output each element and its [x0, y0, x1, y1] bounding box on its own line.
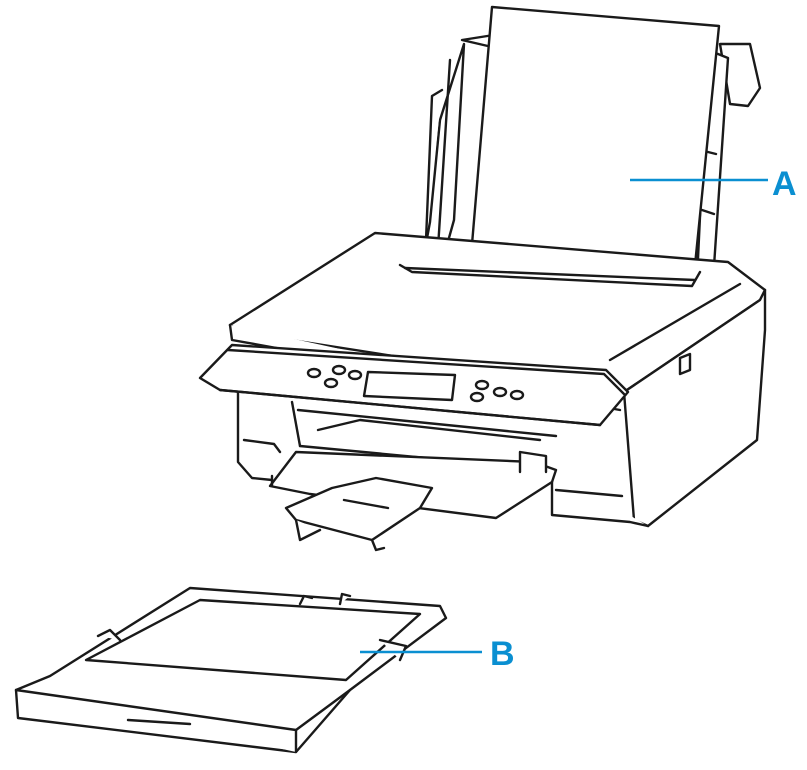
callout-label-b: B	[490, 635, 515, 673]
panel-screen	[362, 370, 457, 402]
printer-top-cover	[228, 231, 767, 394]
output-tray-extension	[284, 476, 434, 552]
callout-label-a: A	[772, 165, 797, 203]
panel-buttons	[306, 364, 525, 403]
cassette	[14, 586, 448, 754]
paper-support-left	[418, 32, 542, 278]
printer-front	[236, 390, 650, 528]
paper-support-right	[694, 42, 762, 302]
